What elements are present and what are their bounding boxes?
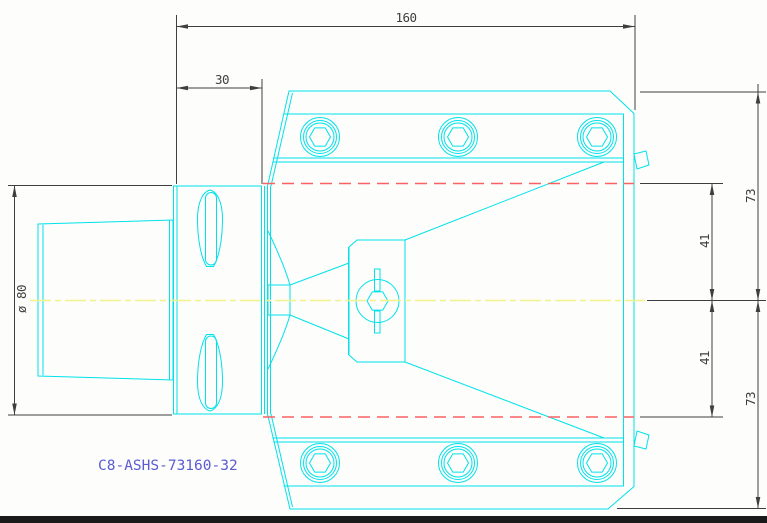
- side-tab-lower: [633, 430, 650, 450]
- side-tab-upper: [633, 150, 650, 170]
- drive-slot-lower: [196, 334, 224, 412]
- dim-lower-height: 73: [743, 392, 758, 406]
- dim-overall-length: 160: [395, 10, 416, 25]
- part-geometry: [37, 90, 650, 510]
- hidden-lines: [263, 182, 634, 418]
- dimensions: 160 30 ø 80 73 41 41 73: [8, 10, 766, 509]
- clamp-band-bottom: [272, 437, 624, 487]
- dim-upper-height: 73: [743, 189, 758, 203]
- dim-gauge-length: 30: [215, 72, 229, 87]
- bottom-border: [0, 516, 767, 523]
- dimension-lines: [8, 15, 766, 509]
- drive-slot-upper: [196, 189, 224, 267]
- clamp-band-top: [272, 113, 624, 163]
- dim-upper-offset: 41: [697, 234, 712, 248]
- dim-lower-offset: 41: [697, 351, 712, 365]
- part-number-label: C8-ASHS-73160-32: [98, 458, 238, 474]
- main-body: [267, 90, 650, 510]
- dimension-arrows: [12, 24, 761, 509]
- dim-shank-diameter: ø 80: [14, 285, 29, 313]
